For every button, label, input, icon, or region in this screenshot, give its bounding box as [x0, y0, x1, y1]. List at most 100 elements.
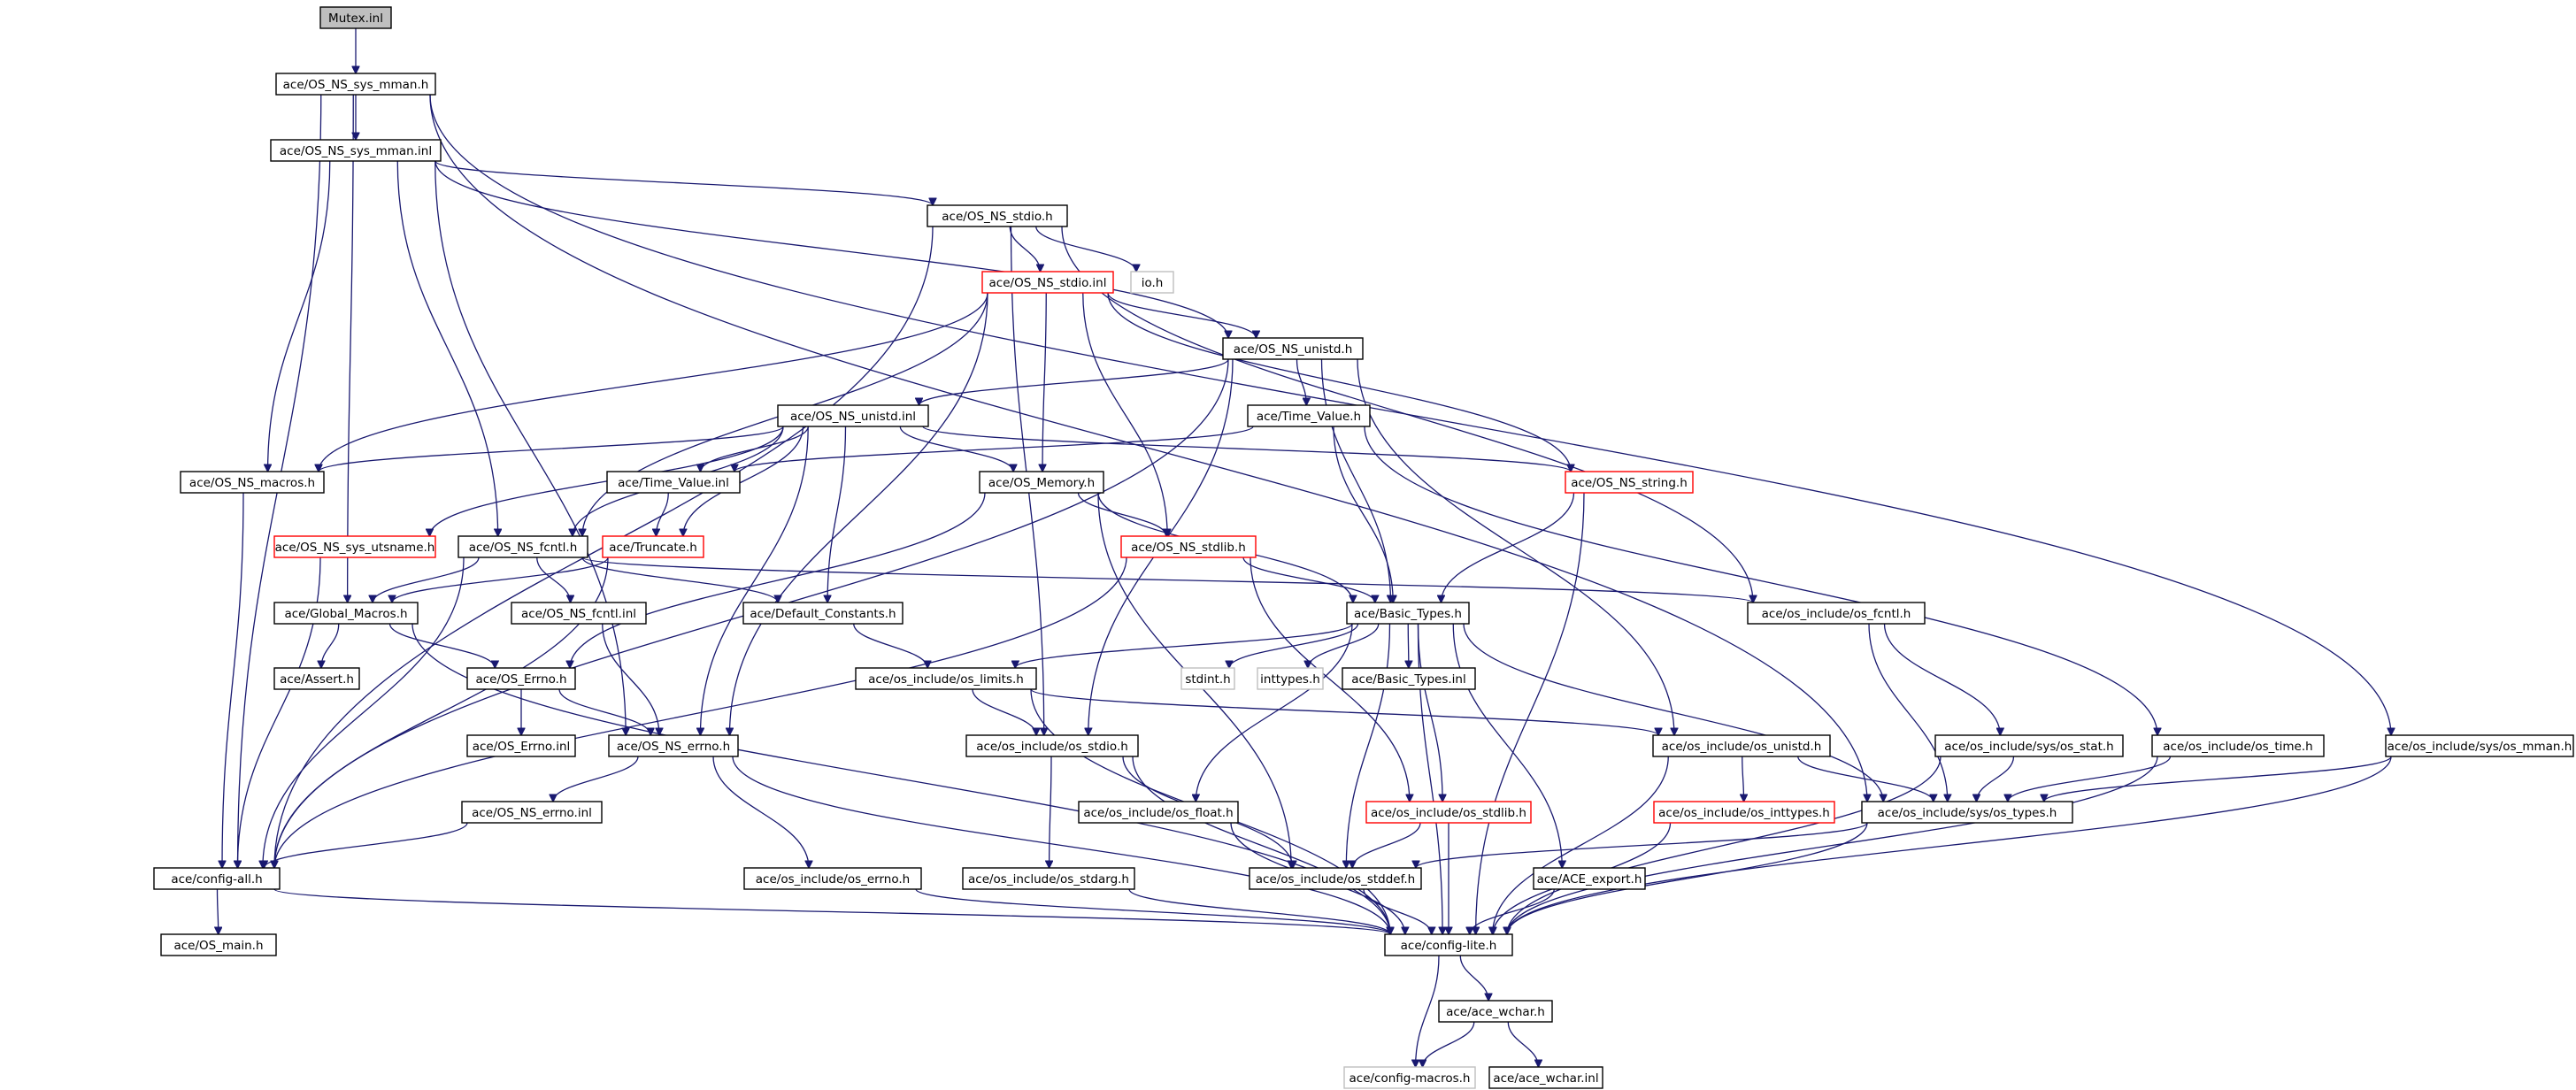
node-ace-ace-wchar-inl[interactable]: ace/ace_wchar.inl [1488, 1066, 1603, 1089]
node-label-ace-os-include-sys-os-mman-h: ace/os_include/sys/os_mman.h [2388, 740, 2572, 754]
edge-ace-os-ns-unistd-h-to-ace-basic-types-h [1320, 358, 1391, 603]
node-label-ace-os-include-os-unistd-h: ace/os_include/os_unistd.h [1662, 740, 1822, 754]
edge-ace-time-value-h-to-ace-os-include-os-time-h [1364, 426, 2157, 735]
node-box-ace-os-include-os-stdlib-h [1365, 801, 1532, 824]
node-inttypes-h: inttypes.h [1257, 667, 1324, 690]
node-label-ace-ace-wchar-h: ace/ace_wchar.h [1446, 1005, 1545, 1019]
node-ace-os-ns-macros-h[interactable]: ace/OS_NS_macros.h [180, 471, 325, 494]
edge-ace-os-include-os-stddef-h-to-ace-config-lite-h [1363, 888, 1432, 934]
node-box-ace-os-include-os-unistd-h [1652, 734, 1831, 757]
node-ace-os-ns-errno-h[interactable]: ace/OS_NS_errno.h [608, 734, 739, 757]
edge-ace-os-include-os-unistd-h-to-ace-os-include-sys-os-types-h [1797, 756, 1934, 802]
edge-ace-os-ns-stdio-inl-to-ace-os-ns-string-h [1107, 292, 1571, 472]
node-box-ace-os-include-os-float-h [1078, 801, 1239, 824]
node-ace-os-ns-stdlib-h[interactable]: ace/OS_NS_stdlib.h [1120, 535, 1257, 558]
node-box-ace-ace-export-h [1533, 867, 1646, 890]
nodes-layer: Mutex.inl ace/OS_NS_sys_mman.h ace/OS_NS_s… [153, 6, 2574, 1089]
node-ace-os-ns-string-h[interactable]: ace/OS_NS_string.h [1565, 471, 1694, 494]
node-ace-os-include-os-inttypes-h[interactable]: ace/os_include/os_inttypes.h [1653, 801, 1835, 824]
node-label-ace-assert-h: ace/Assert.h [280, 672, 354, 687]
node-ace-basic-types-h[interactable]: ace/Basic_Types.h [1346, 602, 1470, 625]
edge-ace-os-ns-unistd-h-to-ace-os-include-os-unistd-h [1357, 358, 1674, 735]
node-box-ace-os-ns-sys-mman-inl [270, 139, 442, 162]
node-box-ace-os-errno-h [466, 667, 576, 690]
node-ace-os-include-os-float-h[interactable]: ace/os_include/os_float.h [1078, 801, 1239, 824]
node-ace-os-errno-inl[interactable]: ace/OS_Errno.inl [466, 734, 576, 757]
node-label-ace-os-ns-errno-inl: ace/OS_NS_errno.inl [472, 806, 592, 820]
edge-ace-os-ns-stdio-inl-to-ace-os-ns-macros-h [319, 292, 988, 472]
edge-ace-os-ns-fcntl-h-to-ace-config-all-h [263, 557, 465, 868]
node-ace-os-ns-errno-inl[interactable]: ace/OS_NS_errno.inl [461, 801, 603, 824]
node-ace-os-ns-sys-mman-h[interactable]: ace/OS_NS_sys_mman.h [275, 73, 436, 96]
edge-ace-os-include-os-time-h-to-ace-os-include-sys-os-types-h [2008, 756, 2172, 802]
node-ace-assert-h[interactable]: ace/Assert.h [273, 667, 360, 690]
node-ace-os-include-os-unistd-h[interactable]: ace/os_include/os_unistd.h [1652, 734, 1831, 757]
node-ace-os-ns-fcntl-h[interactable]: ace/OS_NS_fcntl.h [458, 535, 588, 558]
node-ace-os-include-os-stddef-h[interactable]: ace/os_include/os_stddef.h [1249, 867, 1422, 890]
node-io-h: io.h [1130, 271, 1174, 294]
node-ace-basic-types-inl[interactable]: ace/Basic_Types.inl [1342, 667, 1476, 690]
node-ace-os-include-sys-os-types-h[interactable]: ace/os_include/sys/os_types.h [1861, 801, 2073, 824]
edge-ace-os-ns-sys-mman-inl-to-ace-os-ns-macros-h [268, 160, 331, 472]
node-label-ace-os-ns-macros-h: ace/OS_NS_macros.h [189, 476, 315, 490]
edge-ace-os-ns-stdio-inl-to-ace-os-ns-unistd-h [1107, 292, 1256, 338]
node-ace-os-include-sys-os-stat-h[interactable]: ace/os_include/sys/os_stat.h [1934, 734, 2124, 757]
node-ace-os-ns-sys-utsname-h[interactable]: ace/OS_NS_sys_utsname.h [273, 535, 436, 558]
node-box-ace-ace-wchar-inl [1488, 1066, 1603, 1089]
node-ace-ace-export-h[interactable]: ace/ACE_export.h [1533, 867, 1646, 890]
edge-ace-os-ns-unistd-h-to-ace-os-ns-unistd-inl [919, 358, 1229, 405]
node-ace-os-ns-stdio-h[interactable]: ace/OS_NS_stdio.h [927, 204, 1068, 227]
node-ace-default-constants-h[interactable]: ace/Default_Constants.h [742, 602, 904, 625]
node-ace-os-include-os-errno-h[interactable]: ace/os_include/os_errno.h [743, 867, 922, 890]
node-ace-os-include-os-time-h[interactable]: ace/os_include/os_time.h [2151, 734, 2325, 757]
node-box-stdint-h [1180, 667, 1235, 690]
edge-ace-os-include-sys-os-mman-h-to-ace-os-include-sys-os-types-h [2044, 756, 2392, 802]
node-ace-os-include-os-fcntl-h[interactable]: ace/os_include/os_fcntl.h [1747, 602, 1926, 625]
node-box-ace-os-ns-string-h [1565, 471, 1694, 494]
edge-ace-time-value-inl-to-ace-truncate-h [656, 492, 669, 536]
node-box-ace-os-include-sys-os-mman-h [2385, 734, 2574, 757]
node-ace-os-ns-fcntl-inl[interactable]: ace/OS_NS_fcntl.inl [511, 602, 647, 625]
edge-ace-os-include-sys-os-types-h-to-ace-os-include-os-stddef-h [1416, 822, 1868, 869]
edge-ace-basic-types-h-to-ace-os-include-os-stddef-h [1346, 623, 1391, 868]
node-label-ace-default-constants-h: ace/Default_Constants.h [750, 607, 896, 621]
node-ace-os-ns-unistd-inl[interactable]: ace/OS_NS_unistd.inl [777, 404, 929, 427]
node-ace-os-include-os-stdarg-h[interactable]: ace/os_include/os_stdarg.h [962, 867, 1135, 890]
edge-ace-os-ns-fcntl-h-to-ace-os-include-os-fcntl-h [581, 557, 1753, 603]
node-ace-config-all-h[interactable]: ace/config-all.h [153, 867, 281, 890]
node-ace-truncate-h[interactable]: ace/Truncate.h [602, 535, 704, 558]
node-ace-os-ns-sys-mman-inl[interactable]: ace/OS_NS_sys_mman.inl [270, 139, 442, 162]
node-ace-global-macros-h[interactable]: ace/Global_Macros.h [273, 602, 419, 625]
edge-ace-os-ns-sys-mman-inl-to-ace-os-ns-stdio-h [434, 160, 933, 206]
node-mutex-inl: Mutex.inl [319, 6, 392, 29]
node-label-ace-os-ns-stdio-inl: ace/OS_NS_stdio.inl [989, 276, 1107, 290]
node-label-ace-truncate-h: ace/Truncate.h [609, 541, 697, 555]
edge-ace-os-ns-unistd-inl-to-ace-os-ns-string-h [922, 426, 1571, 472]
node-box-ace-os-ns-errno-inl [461, 801, 603, 824]
node-label-ace-os-include-os-inttypes-h: ace/os_include/os_inttypes.h [1658, 806, 1830, 820]
node-ace-os-errno-h[interactable]: ace/OS_Errno.h [466, 667, 576, 690]
node-ace-os-memory-h[interactable]: ace/OS_Memory.h [979, 471, 1104, 494]
node-ace-os-include-sys-os-mman-h[interactable]: ace/os_include/sys/os_mman.h [2385, 734, 2574, 757]
node-label-ace-os-include-os-stddef-h: ace/os_include/os_stddef.h [1256, 872, 1415, 887]
node-ace-time-value-h[interactable]: ace/Time_Value.h [1247, 404, 1371, 427]
node-label-mutex-inl: Mutex.inl [328, 12, 383, 26]
edge-ace-os-ns-stdlib-h-to-ace-config-all-h [274, 557, 1127, 868]
node-ace-config-lite-h[interactable]: ace/config-lite.h [1384, 933, 1513, 956]
edge-ace-ace-export-h-to-ace-config-lite-h [1470, 888, 1555, 934]
node-ace-ace-wchar-h[interactable]: ace/ace_wchar.h [1438, 1000, 1553, 1023]
node-ace-os-include-os-limits-h[interactable]: ace/os_include/os_limits.h [855, 667, 1037, 690]
node-label-ace-os-ns-unistd-inl: ace/OS_NS_unistd.inl [790, 410, 916, 424]
edge-ace-os-ns-errno-h-to-ace-os-ns-errno-inl [553, 756, 639, 802]
node-box-ace-os-ns-sys-utsname-h [273, 535, 436, 558]
edge-ace-os-include-os-errno-h-to-ace-config-lite-h [915, 888, 1390, 935]
edge-ace-os-ns-unistd-inl-to-ace-truncate-h [683, 426, 804, 536]
node-ace-os-include-os-stdio-h[interactable]: ace/os_include/os_stdio.h [965, 734, 1139, 757]
node-ace-time-value-inl[interactable]: ace/Time_Value.inl [606, 471, 741, 494]
node-label-ace-os-ns-sys-mman-h: ace/OS_NS_sys_mman.h [283, 78, 429, 92]
node-ace-os-include-os-stdlib-h[interactable]: ace/os_include/os_stdlib.h [1365, 801, 1532, 824]
node-ace-os-main-h[interactable]: ace/OS_main.h [160, 933, 277, 956]
node-ace-os-ns-stdio-inl[interactable]: ace/OS_NS_stdio.inl [981, 271, 1114, 294]
edge-ace-os-ns-fcntl-h-to-ace-os-ns-fcntl-inl [536, 557, 571, 603]
node-ace-os-ns-unistd-h[interactable]: ace/OS_NS_unistd.h [1222, 337, 1364, 360]
